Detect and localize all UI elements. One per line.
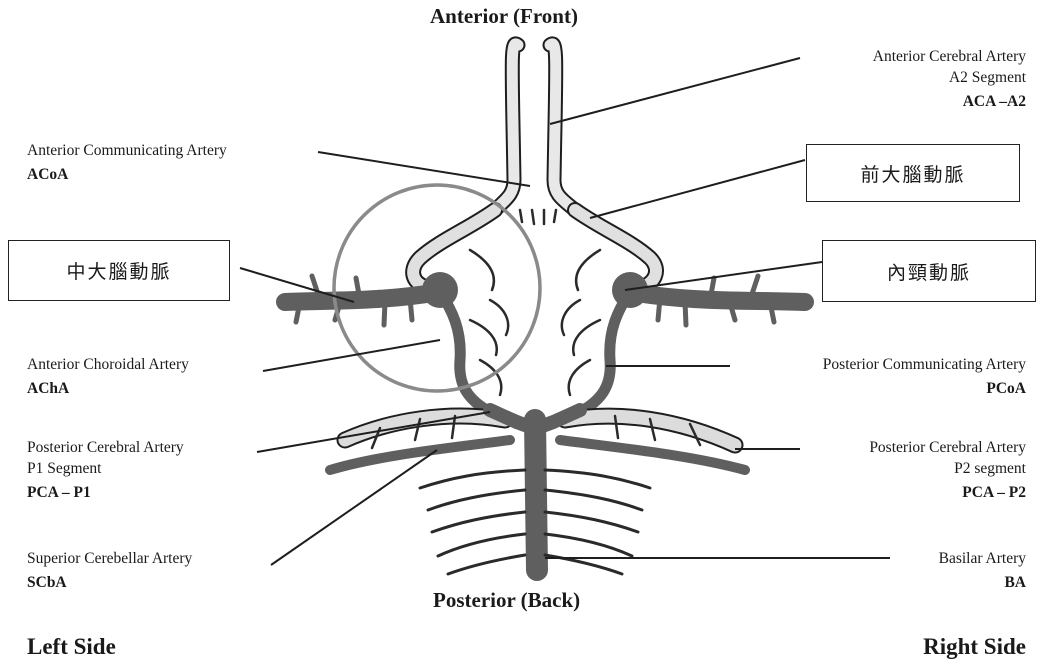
right-side-label: Right Side xyxy=(923,634,1026,660)
middle-cerebral-artery-zh-box: 中大腦動脈 xyxy=(8,240,230,301)
aca-a2-name: Anterior Cerebral Artery xyxy=(873,46,1026,67)
pca-p2-name: Posterior Cerebral Artery xyxy=(869,437,1026,458)
pcoa-label: Posterior Communicating Artery PCoA xyxy=(823,354,1026,399)
pcoa-name: Posterior Communicating Artery xyxy=(823,354,1026,375)
acha-name: Anterior Choroidal Artery xyxy=(27,354,189,375)
ba-name: Basilar Artery xyxy=(939,548,1026,569)
acha-label: Anterior Choroidal Artery AChA xyxy=(27,354,189,399)
pca-p2-segment: P2 segment xyxy=(869,458,1026,479)
ba-label: Basilar Artery BA xyxy=(939,548,1026,593)
left-side-label: Left Side xyxy=(27,634,116,660)
internal-carotid-artery-zh-box: 內頸動脈 xyxy=(822,240,1036,302)
ica-knobs xyxy=(422,272,648,308)
aca-a2-label: Anterior Cerebral Artery A2 Segment ACA … xyxy=(873,46,1026,112)
scba-label: Superior Cerebellar Artery SCbA xyxy=(27,548,192,593)
pca-p1-label: Posterior Cerebral Artery P1 Segment PCA… xyxy=(27,437,184,503)
pca-p1-segment: P1 Segment xyxy=(27,458,184,479)
pcoa-vessels xyxy=(440,292,630,412)
mca-vessels xyxy=(285,276,805,325)
anterior-cerebral-artery-zh-box: 前大腦動脈 xyxy=(806,144,1020,202)
acoa-label: Anterior Communicating Artery ACoA xyxy=(27,140,227,185)
perforator-branches xyxy=(470,210,600,395)
acoa-name: Anterior Communicating Artery xyxy=(27,140,227,161)
pcoa-abbr: PCoA xyxy=(823,378,1026,399)
acha-abbr: AChA xyxy=(27,378,189,399)
pca-p1-abbr: PCA – P1 xyxy=(27,482,184,503)
basilar-artery-vessel xyxy=(420,410,650,574)
acoa-abbr: ACoA xyxy=(27,164,227,185)
scba-abbr: SCbA xyxy=(27,572,192,593)
pca-p2-abbr: PCA – P2 xyxy=(869,482,1026,503)
posterior-label: Posterior (Back) xyxy=(433,588,580,613)
anterior-label: Anterior (Front) xyxy=(430,4,578,29)
ba-abbr: BA xyxy=(939,572,1026,593)
scba-name: Superior Cerebellar Artery xyxy=(27,548,192,569)
aca-a2-abbr: ACA –A2 xyxy=(873,91,1026,112)
pca-p2-label: Posterior Cerebral Artery P2 segment PCA… xyxy=(869,437,1026,503)
pca-p1-name: Posterior Cerebral Artery xyxy=(27,437,184,458)
aca-a2-vessels xyxy=(495,44,575,210)
aca-a2-segment: A2 Segment xyxy=(873,67,1026,88)
